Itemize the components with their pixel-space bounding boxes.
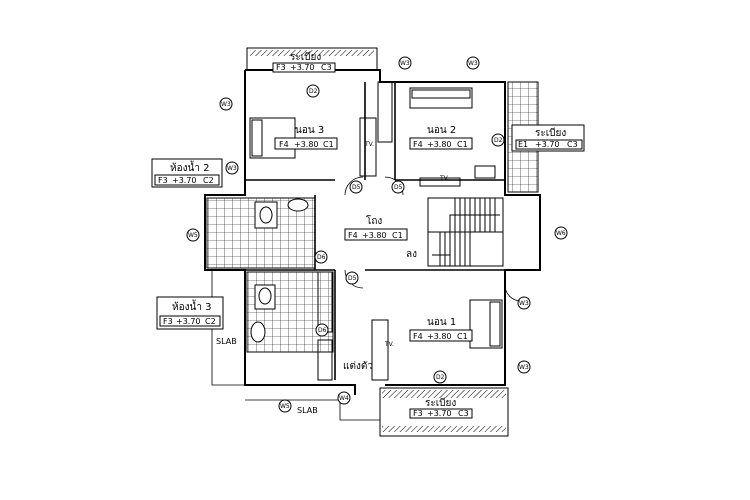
balcony-bottom-code: C3 [458, 409, 469, 418]
balcony-bottom-name: ระเบียง [425, 397, 456, 409]
slab-left-label: SLAB [216, 337, 237, 346]
dressing-room-label: แต่งตัว [343, 361, 373, 372]
window-marker-w3-f: W3 [517, 360, 531, 374]
svg-text:D2: D2 [436, 374, 445, 381]
bedroom-1-code: C1 [457, 332, 468, 341]
balcony-top-tag: F3 [276, 63, 286, 72]
tv-label-bedroom-3: TV. [364, 141, 374, 148]
bathroom-3-level: +3.70 [176, 317, 201, 326]
hall-name: โถง [366, 214, 382, 227]
bathroom-3-code: C2 [205, 317, 216, 326]
svg-text:W3: W3 [519, 364, 529, 371]
svg-text:D6: D6 [317, 254, 326, 261]
window-marker-w3-a: W3 [398, 56, 412, 70]
svg-text:W6: W6 [556, 230, 566, 237]
svg-text:D2: D2 [309, 88, 318, 95]
window-marker-w3-d: W3 [225, 161, 239, 175]
bathroom-2-area [206, 197, 316, 269]
bedroom-2-name: นอน 2 [427, 125, 456, 136]
bedroom-3-name: นอน 3 [295, 125, 324, 136]
bedroom-1-name: นอน 1 [427, 317, 456, 328]
window-marker-w3-c: W3 [219, 97, 233, 111]
balcony-bottom [379, 387, 509, 437]
svg-text:W5: W5 [280, 403, 290, 410]
door-marker-d5-lower: D5 [345, 271, 359, 285]
window-marker-w3-e: W3 [517, 296, 531, 310]
window-marker-w4: W4 [337, 391, 351, 405]
door-marker-d6-lower: D6 [315, 323, 329, 337]
svg-text:W5: W5 [188, 232, 198, 239]
balcony-top-code: C3 [321, 63, 332, 72]
tv-label-bedroom-2: TV. [439, 175, 449, 182]
room-label-bathroom-3: ห้องน้ำ 3 F3 +3.70 C2 [156, 296, 224, 330]
room-label-bedroom-2: นอน 2 F4 +3.80 C1 [409, 125, 473, 150]
bathroom-2-name: ห้องน้ำ 2 [170, 160, 209, 174]
bedroom-1-tag: F4 [413, 332, 423, 341]
svg-text:W3: W3 [221, 101, 231, 108]
bedroom-3-code: C1 [323, 140, 334, 149]
bed-room-1 [469, 299, 503, 349]
bed-room-2 [409, 87, 473, 109]
svg-text:D5: D5 [348, 275, 357, 282]
room-label-hall: โถง F4 +3.80 C1 [344, 214, 408, 241]
balcony-right-name: ระเบียง [535, 127, 566, 139]
svg-text:D5: D5 [394, 184, 403, 191]
exterior-walls [204, 69, 541, 395]
bathroom-3-name: ห้องน้ำ 3 [172, 299, 211, 313]
balcony-top-level: +3.70 [290, 63, 315, 72]
door-marker-d2-top: D2 [306, 84, 320, 98]
svg-text:D2: D2 [494, 137, 503, 144]
staircase [427, 197, 504, 267]
bathroom-2-code: C2 [203, 176, 214, 185]
balcony-right-code: C3 [567, 140, 578, 149]
window-marker-w5-left: W5 [186, 228, 200, 242]
room-label-bedroom-1: นอน 1 F4 +3.80 C1 [409, 317, 473, 342]
door-marker-d6-upper: D6 [314, 250, 328, 264]
door-marker-d2-right: D2 [491, 133, 505, 147]
door-marker-d2-bottom: D2 [433, 370, 447, 384]
bathroom-2-level: +3.70 [172, 176, 197, 185]
bedroom-1-level: +3.80 [427, 332, 452, 341]
svg-text:W3: W3 [227, 165, 237, 172]
bathroom-2-tag: F3 [158, 176, 168, 185]
hall-level: +3.80 [362, 231, 387, 240]
bedroom-3-level: +3.80 [294, 140, 319, 149]
room-label-balcony-bottom: ระเบียง F3 +3.70 C3 [409, 397, 473, 419]
bedroom-3-tag: F4 [279, 140, 289, 149]
balcony-top-name: ระเบียง [290, 51, 321, 63]
room-label-bedroom-3: นอน 3 F4 +3.80 C1 [274, 125, 338, 150]
svg-text:W4: W4 [339, 395, 349, 402]
svg-text:W3: W3 [468, 60, 478, 67]
bedroom-2-level: +3.80 [427, 140, 452, 149]
balcony-right-level: +3.70 [535, 140, 560, 149]
wardrobes [317, 81, 496, 381]
balcony-right-tag: E1 [518, 140, 528, 149]
svg-text:W3: W3 [519, 300, 529, 307]
bathroom-3-tag: F3 [163, 317, 173, 326]
window-marker-w6: W6 [554, 226, 568, 240]
svg-text:W3: W3 [400, 60, 410, 67]
bedroom-2-tag: F4 [413, 140, 423, 149]
window-marker-w3-b: W3 [466, 56, 480, 70]
stair-down-label: ลง [406, 249, 417, 260]
door-marker-d5-left: D5 [349, 180, 363, 194]
room-label-balcony-top: ระเบียง F3 +3.70 C3 [272, 51, 336, 73]
bathroom-3-area [246, 271, 334, 353]
balcony-bottom-tag: F3 [413, 409, 423, 418]
room-label-balcony-right: ระเบียง E1 +3.70 C3 [511, 124, 585, 152]
slab-bottom-label: SLAB [297, 406, 318, 415]
svg-text:D6: D6 [318, 327, 327, 334]
balcony-bottom-level: +3.70 [427, 409, 452, 418]
svg-text:D5: D5 [352, 184, 361, 191]
bedroom-2-code: C1 [457, 140, 468, 149]
hall-code: C1 [392, 231, 403, 240]
hall-tag: F4 [348, 231, 358, 240]
room-label-bathroom-2: ห้องน้ำ 2 F3 +3.70 C2 [151, 158, 223, 188]
door-marker-d5-right: D5 [391, 180, 405, 194]
tv-label-bedroom-1: TV. [384, 341, 394, 348]
window-marker-w5-bottom: W5 [278, 399, 292, 413]
